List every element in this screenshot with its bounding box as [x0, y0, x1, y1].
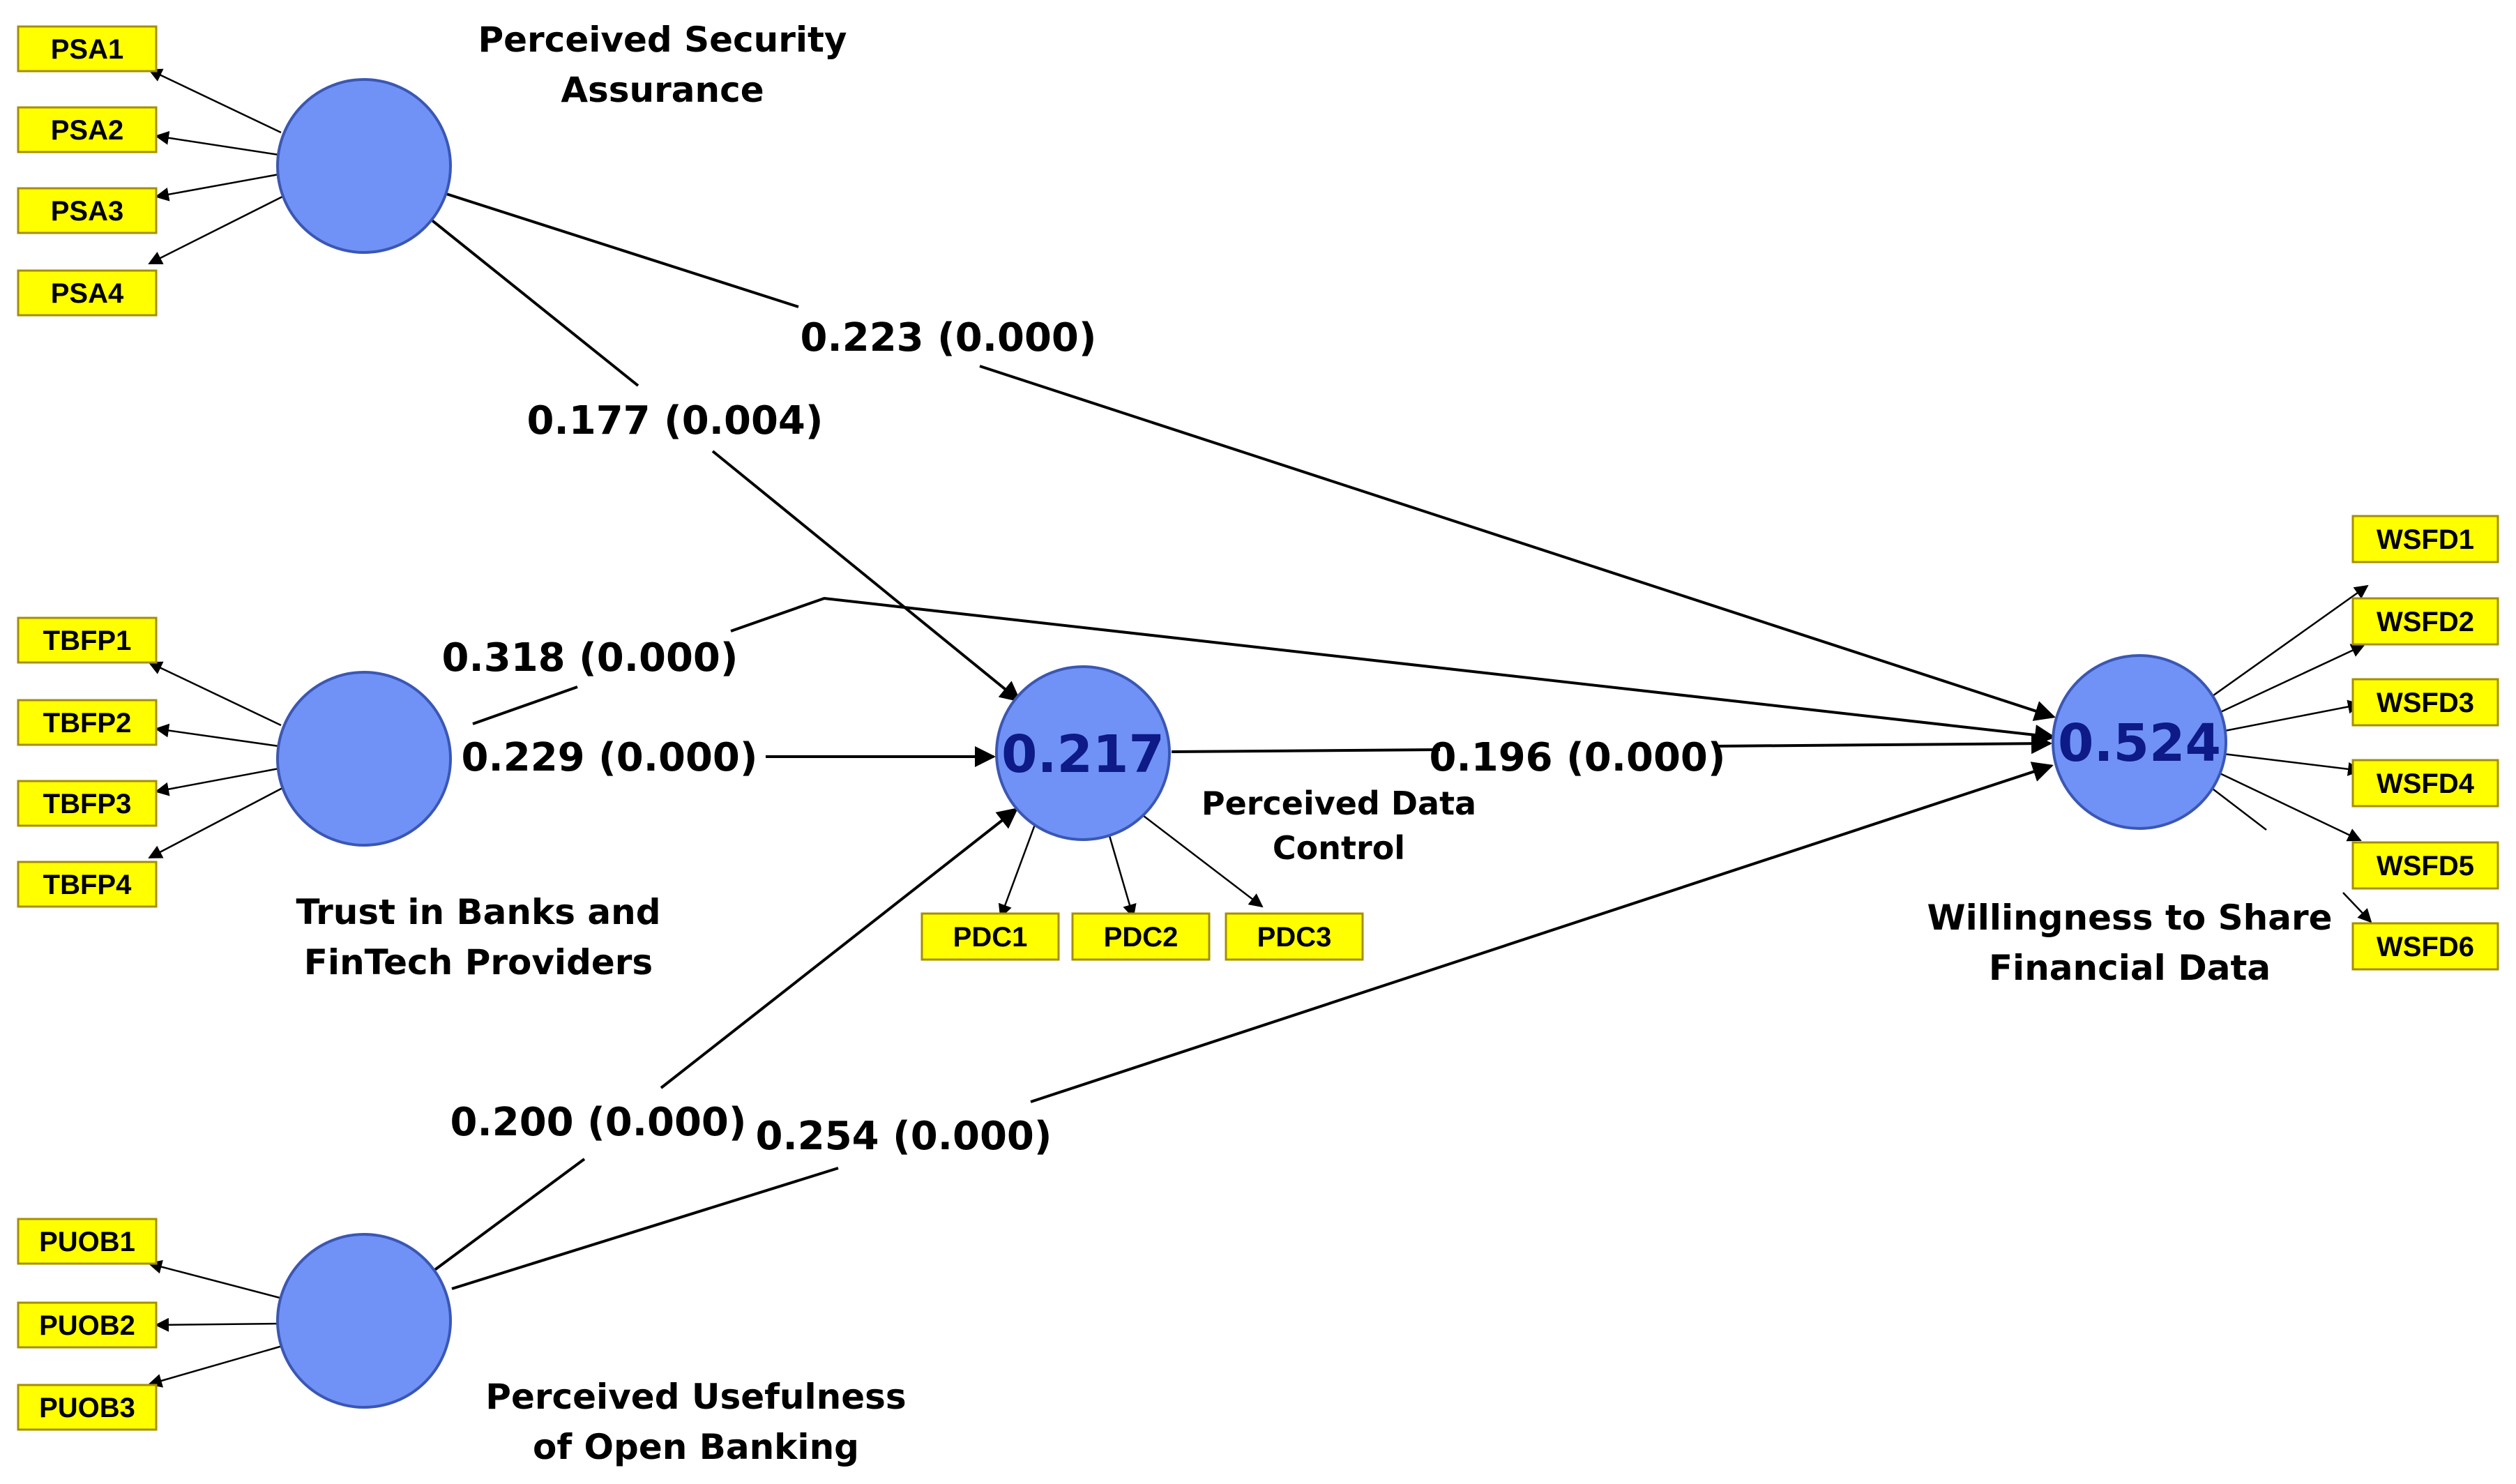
- indicator-label: TBFP1: [43, 626, 132, 656]
- indicator-wsfd1[interactable]: WSFD1: [2351, 515, 2499, 563]
- wsfd-loadings: [2206, 584, 2372, 923]
- indicator-label: WSFD2: [2377, 607, 2474, 637]
- indicator-tbfp2[interactable]: TBFP2: [17, 699, 158, 746]
- path-coef-psa-wsfd: 0.223 (0.000): [801, 315, 1097, 361]
- indicator-wsfd2[interactable]: WSFD2: [2351, 597, 2499, 646]
- indicator-label: PDC1: [953, 922, 1028, 953]
- latent-puob[interactable]: [276, 1233, 452, 1409]
- construct-name-line: FinTech Providers: [304, 942, 653, 983]
- indicator-label: WSFD1: [2377, 524, 2474, 555]
- indicator-label: TBFP3: [43, 789, 132, 819]
- latent-pdc[interactable]: [995, 665, 1171, 841]
- path-puob-wsfd: [451, 762, 2054, 1290]
- indicator-label: PUOB2: [39, 1310, 135, 1341]
- construct-name-line: Perceived Usefulness: [485, 1377, 906, 1417]
- indicator-psa2[interactable]: PSA2: [17, 106, 158, 153]
- construct-name-line: Trust in Banks and: [296, 892, 660, 932]
- latent-psa[interactable]: [276, 78, 452, 254]
- indicator-label: PDC3: [1257, 922, 1332, 953]
- pdc-loadings: [998, 815, 1264, 918]
- construct-name-line: Perceived Data: [1202, 785, 1476, 822]
- path-psa-pdc: [425, 215, 1022, 702]
- construct-name-wsfd: Willingness to Share Financial Data: [1927, 898, 2332, 988]
- indicator-tbfp4[interactable]: TBFP4: [17, 861, 158, 908]
- path-coef-tbfp-wsfd: 0.318 (0.000): [442, 635, 738, 681]
- indicator-label: WSFD5: [2377, 851, 2474, 881]
- construct-name-line: Financial Data: [1989, 948, 2271, 988]
- indicator-psa4[interactable]: PSA4: [17, 269, 158, 317]
- path-tbfp-wsfd: [472, 596, 2056, 745]
- indicator-puob1[interactable]: PUOB1: [17, 1218, 158, 1265]
- indicator-label: PUOB1: [39, 1227, 135, 1257]
- construct-name-line: Assurance: [561, 70, 764, 110]
- indicator-tbfp1[interactable]: TBFP1: [17, 616, 158, 664]
- construct-name-pdc: Perceived Data Control: [1202, 785, 1476, 867]
- latent-tbfp[interactable]: [276, 671, 452, 847]
- indicator-puob2[interactable]: PUOB2: [17, 1301, 158, 1349]
- indicator-pdc3[interactable]: PDC3: [1225, 912, 1364, 961]
- indicator-label: WSFD4: [2377, 768, 2475, 799]
- tbfp-loadings: [148, 661, 283, 859]
- indicator-wsfd6[interactable]: WSFD6: [2351, 922, 2499, 971]
- indicator-wsfd5[interactable]: WSFD5: [2351, 841, 2499, 890]
- indicator-wsfd4[interactable]: WSFD4: [2351, 759, 2499, 808]
- indicator-label: PSA2: [51, 115, 124, 146]
- indicator-label: PSA3: [51, 196, 124, 227]
- indicator-wsfd3[interactable]: WSFD3: [2351, 678, 2499, 727]
- path-coef-puob-pdc: 0.200 (0.000): [450, 1100, 747, 1145]
- path-coef-puob-wsfd: 0.254 (0.000): [756, 1114, 1052, 1159]
- indicator-pdc2[interactable]: PDC2: [1071, 912, 1211, 961]
- indicator-label: PDC2: [1104, 922, 1179, 953]
- construct-name-line: Control: [1273, 829, 1405, 867]
- construct-name-line: Willingness to Share: [1927, 898, 2332, 938]
- indicator-psa1[interactable]: PSA1: [17, 25, 158, 73]
- path-psa-wsfd: [446, 192, 2056, 721]
- path-coef-pdc-wsfd: 0.196 (0.000): [1430, 735, 1726, 780]
- indicator-tbfp3[interactable]: TBFP3: [17, 780, 158, 827]
- indicator-label: TBFP2: [43, 708, 132, 739]
- indicator-label: PSA1: [51, 34, 124, 65]
- path-coef-psa-pdc: 0.177 (0.004): [527, 398, 824, 444]
- puob-loadings: [148, 1259, 283, 1388]
- path-pdc-wsfd: [1171, 733, 2052, 755]
- indicator-label: PSA4: [51, 278, 124, 309]
- indicator-label: TBFP4: [43, 870, 132, 900]
- indicator-label: PUOB3: [39, 1393, 135, 1423]
- path-puob-pdc: [432, 808, 1019, 1272]
- pdc-r2-value: 0.217: [1001, 725, 1165, 785]
- psa-loadings: [148, 68, 283, 265]
- indicator-psa3[interactable]: PSA3: [17, 187, 158, 234]
- indicator-pdc1[interactable]: PDC1: [920, 912, 1060, 961]
- wsfd-r2-value: 0.524: [2058, 713, 2221, 773]
- indicator-puob3[interactable]: PUOB3: [17, 1384, 158, 1431]
- path-coef-tbfp-pdc: 0.229 (0.000): [462, 735, 758, 780]
- construct-name-puob: Perceived Usefulness of Open Banking: [485, 1377, 906, 1467]
- construct-name-psa: Perceived Security Assurance: [478, 20, 847, 110]
- indicator-label: WSFD3: [2377, 688, 2474, 718]
- latent-wsfd[interactable]: [2052, 654, 2227, 830]
- construct-name-tbfp: Trust in Banks and FinTech Providers: [296, 892, 660, 983]
- indicator-label: WSFD6: [2377, 932, 2474, 962]
- construct-name-line: of Open Banking: [533, 1427, 859, 1467]
- construct-name-line: Perceived Security: [478, 20, 847, 60]
